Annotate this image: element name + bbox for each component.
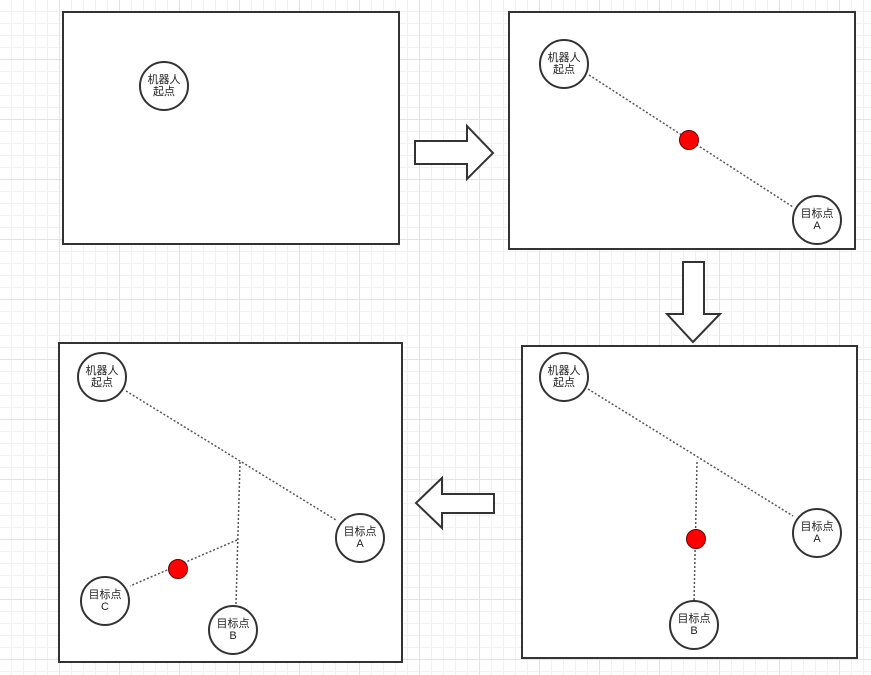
robot-marker-icon xyxy=(679,130,699,150)
node-robot-start: 机器人起点 xyxy=(539,39,589,89)
node-label: 目标点A xyxy=(797,521,837,545)
arrow-right-icon xyxy=(415,126,493,179)
node-label: 机器人起点 xyxy=(544,365,584,389)
node-robot-start: 机器人起点 xyxy=(539,352,589,402)
node-target-c: 目标点C xyxy=(80,576,130,626)
node-robot-start: 机器人起点 xyxy=(77,352,127,402)
node-label: 目标点B xyxy=(674,613,714,637)
robot-marker-icon xyxy=(686,529,706,549)
node-robot-start: 机器人起点 xyxy=(139,61,189,111)
node-label: 机器人起点 xyxy=(144,74,184,98)
node-target-b: 目标点B xyxy=(669,600,719,650)
arrow-left-icon xyxy=(416,478,494,528)
node-target-a: 目标点A xyxy=(792,508,842,558)
path-branch-to-b xyxy=(236,462,240,604)
node-label: 目标点A xyxy=(340,526,380,550)
path-start-to-a xyxy=(588,389,793,516)
node-target-a: 目标点A xyxy=(335,513,385,563)
node-label: 机器人起点 xyxy=(82,365,122,389)
node-target-a: 目标点A xyxy=(792,195,842,245)
node-label: 目标点B xyxy=(213,618,253,642)
node-label: 目标点C xyxy=(85,589,125,613)
node-label: 目标点A xyxy=(797,208,837,232)
node-label: 机器人起点 xyxy=(544,52,584,76)
robot-marker-icon xyxy=(168,559,188,579)
arrow-down-icon xyxy=(667,262,720,342)
node-target-b: 目标点B xyxy=(208,605,258,655)
path-start-to-a xyxy=(126,391,336,520)
